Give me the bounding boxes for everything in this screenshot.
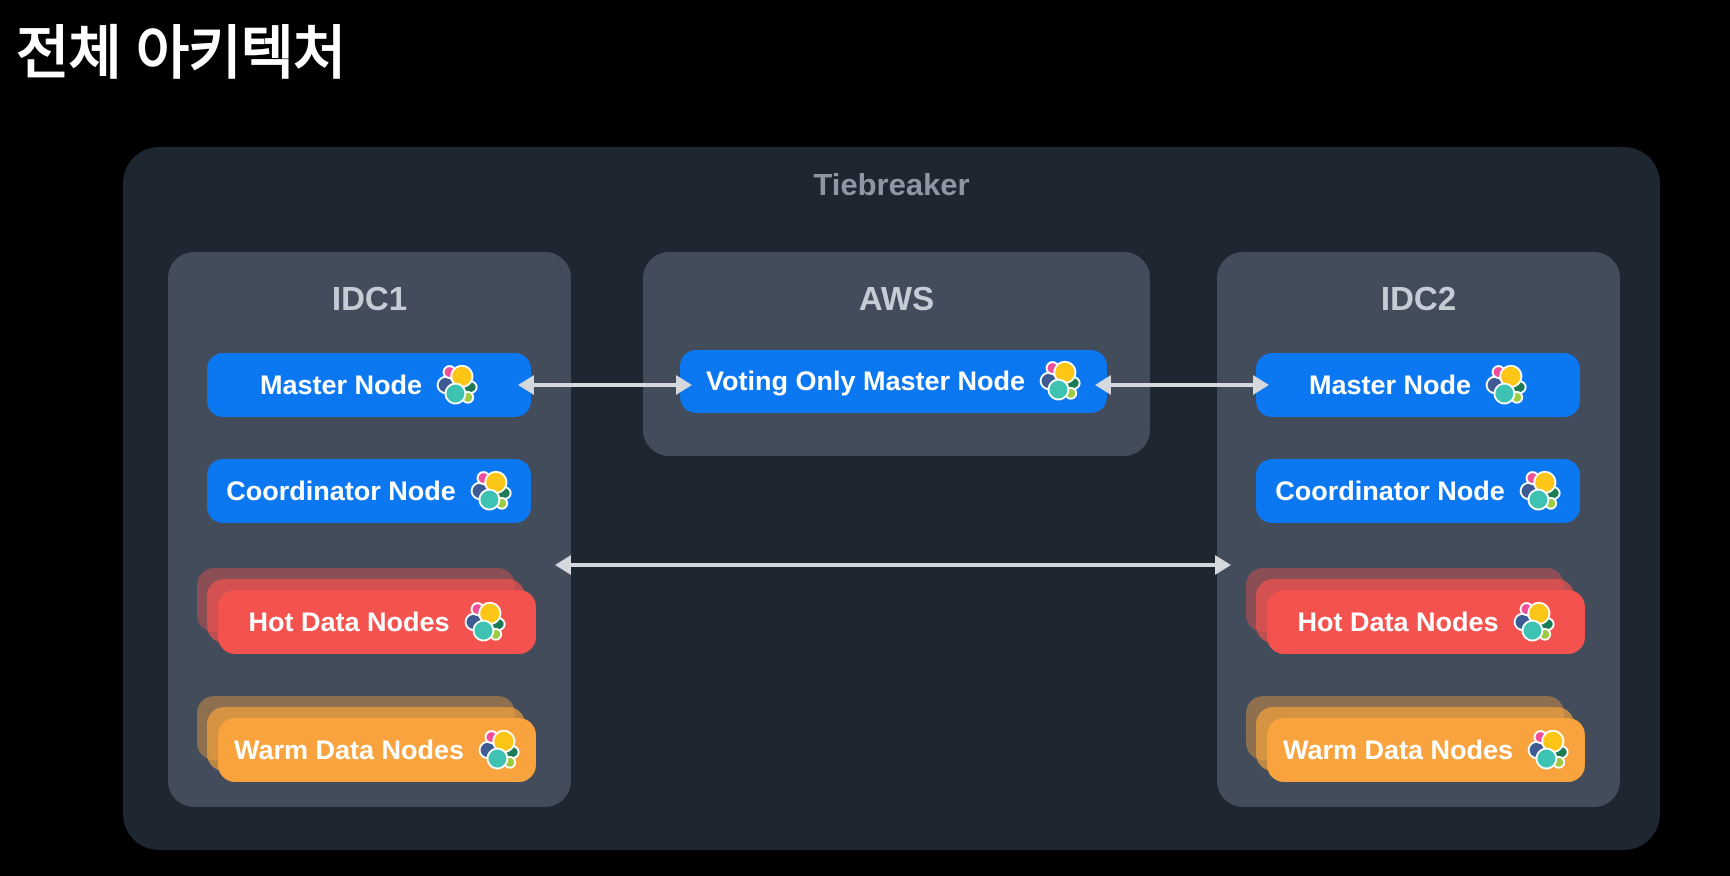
elasticsearch-icon: [1484, 364, 1527, 407]
idc2-panel: IDC2 Master Node Coordinator Node: [1217, 252, 1620, 807]
idc2-title: IDC2: [1380, 280, 1457, 317]
arrow-voting-to-idc2-master: [1095, 375, 1269, 395]
idc1-warm-card: Warm Data Nodes: [218, 718, 536, 782]
idc1-hot-label: Hot Data Nodes: [248, 606, 450, 637]
idc1-master-node: Master Node: [207, 353, 531, 417]
idc1-hot-card: Hot Data Nodes: [218, 590, 536, 654]
idc1-hot-data-nodes: Hot Data Nodes: [197, 568, 537, 655]
arrow-idc1-to-idc2: [555, 555, 1231, 575]
elasticsearch-icon: [463, 601, 506, 644]
page-title: 전체 아키텍처: [16, 21, 346, 86]
idc2-master-node: Master Node: [1256, 353, 1580, 417]
aws-title: AWS: [858, 280, 935, 317]
idc1-warm-data-nodes: Warm Data Nodes: [197, 696, 537, 783]
idc1-warm-label: Warm Data Nodes: [233, 734, 465, 765]
aws-voting-only-master-node: Voting Only Master Node: [680, 350, 1107, 413]
idc1-title: IDC1: [331, 280, 408, 317]
idc2-warm-card: Warm Data Nodes: [1267, 718, 1585, 782]
idc2-warm-data-nodes: Warm Data Nodes: [1246, 696, 1586, 783]
idc2-warm-label: Warm Data Nodes: [1282, 734, 1514, 765]
tiebreaker-container: Tiebreaker IDC1 Master Node Coordinator …: [123, 147, 1660, 850]
elasticsearch-icon: [1518, 470, 1561, 513]
idc2-coordinator-node: Coordinator Node: [1256, 459, 1580, 523]
idc2-hot-card: Hot Data Nodes: [1267, 590, 1585, 654]
idc2-coordinator-label: Coordinator Node: [1275, 475, 1505, 506]
idc1-coordinator-node: Coordinator Node: [207, 459, 531, 523]
idc1-master-label: Master Node: [259, 369, 423, 400]
idc1-panel: IDC1 Master Node Coordinator Node: [168, 252, 571, 807]
elasticsearch-icon: [477, 729, 520, 772]
idc2-hot-label: Hot Data Nodes: [1297, 606, 1499, 637]
tiebreaker-label: Tiebreaker: [813, 167, 970, 202]
aws-panel: AWS Voting Only Master Node: [643, 252, 1150, 456]
elasticsearch-icon: [1526, 729, 1569, 772]
elasticsearch-icon: [1038, 360, 1081, 403]
idc1-coordinator-label: Coordinator Node: [226, 475, 456, 506]
aws-voting-label: Voting Only Master Node: [705, 366, 1026, 396]
elasticsearch-icon: [469, 470, 512, 513]
idc2-master-label: Master Node: [1308, 369, 1472, 400]
arrow-idc1-master-to-voting: [518, 375, 692, 395]
elasticsearch-icon: [1512, 601, 1555, 644]
elasticsearch-icon: [435, 364, 478, 407]
idc2-hot-data-nodes: Hot Data Nodes: [1246, 568, 1586, 655]
